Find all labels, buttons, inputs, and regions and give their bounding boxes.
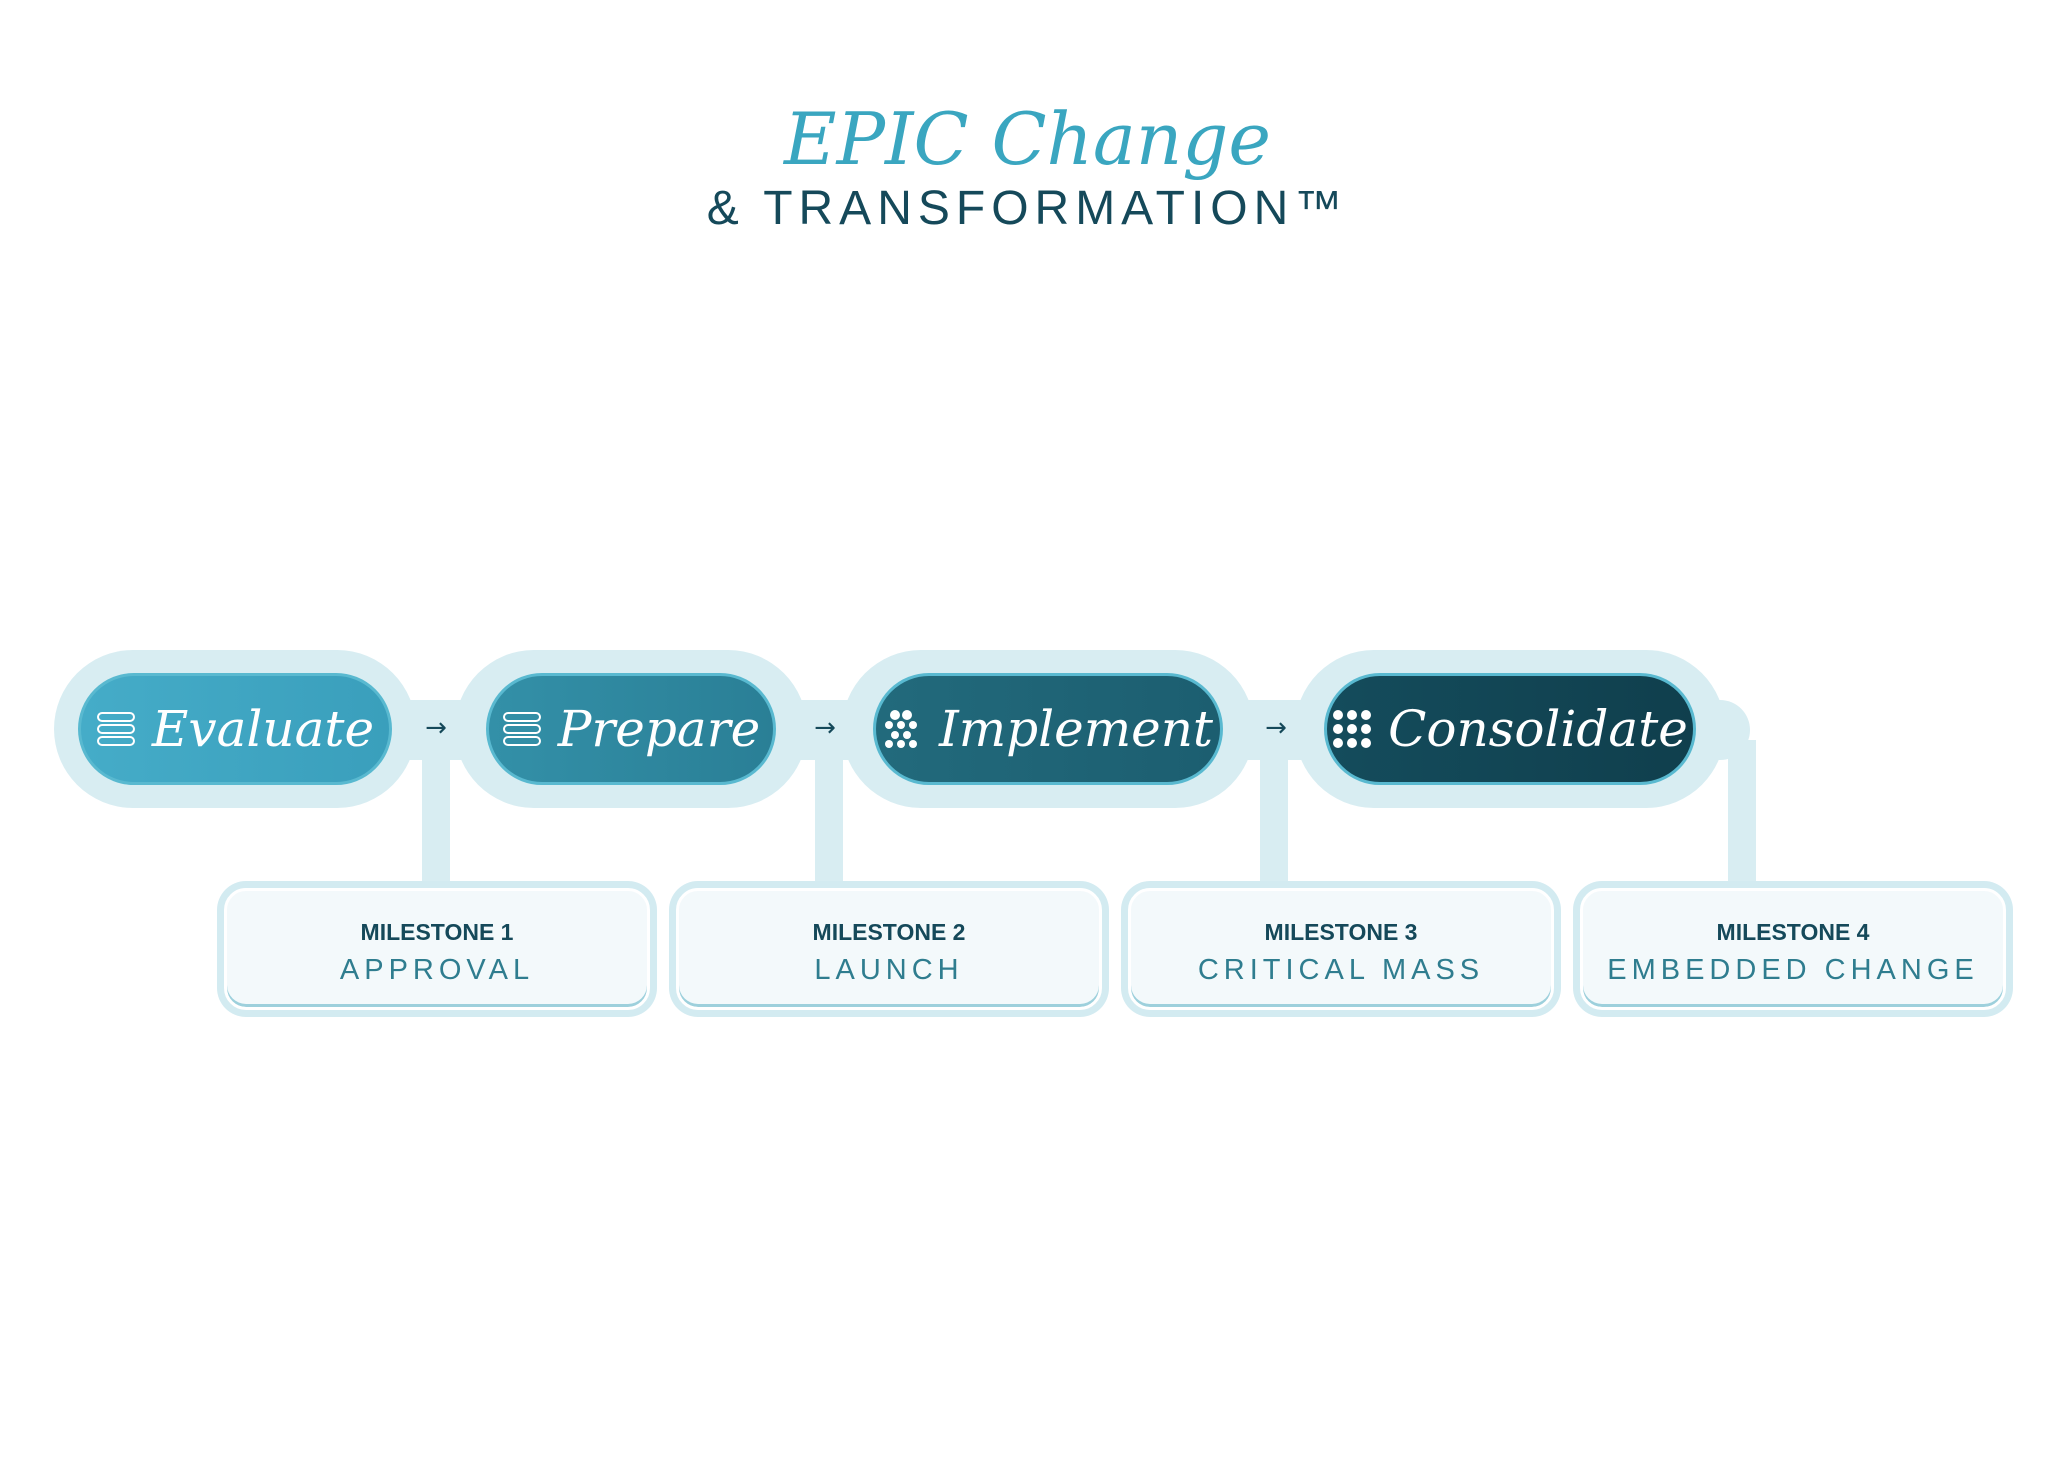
milestone-number: MILESTONE 3 [1264, 919, 1418, 945]
phase-label-implement: Implement [938, 700, 1214, 758]
milestone-number: MILESTONE 2 [812, 919, 966, 945]
arrow-right-icon: → [814, 713, 836, 743]
milestone-name: CRITICAL MASS [1197, 954, 1485, 986]
milestone-3: MILESTONE 3 CRITICAL MASS [1128, 888, 1554, 1010]
milestone-name: LAUNCH [814, 954, 964, 986]
phase-label-evaluate: Evaluate [151, 700, 375, 758]
milestone-number: MILESTONE 4 [1716, 919, 1870, 945]
milestone-4: MILESTONE 4 EMBEDDED CHANGE [1580, 888, 2006, 1010]
stem-4 [1728, 740, 1756, 890]
milestone-1: MILESTONE 1 APPROVAL [224, 888, 650, 1010]
arrow-right-icon: → [425, 713, 447, 743]
phase-evaluate[interactable]: Evaluate [78, 673, 392, 785]
dot-grid-icon [1332, 709, 1372, 749]
phase-prepare[interactable]: Prepare [486, 673, 776, 785]
phase-label-prepare: Prepare [557, 700, 761, 758]
title-block: EPIC Change & TRANSFORMATION™ [0, 97, 2055, 236]
phase-label-consolidate: Consolidate [1388, 700, 1688, 758]
diagram-title: EPIC Change [784, 97, 1271, 181]
phase-consolidate[interactable]: Consolidate [1324, 673, 1696, 785]
diagram-subtitle: & TRANSFORMATION™ [706, 182, 1349, 236]
dot-cluster-icon [883, 709, 923, 749]
arrow-right-icon: → [1265, 713, 1287, 743]
milestone-number: MILESTONE 1 [360, 919, 514, 945]
milestone-name: APPROVAL [339, 954, 535, 986]
milestone-2: MILESTONE 2 LAUNCH [676, 888, 1102, 1010]
stem-1 [422, 740, 450, 890]
stacked-lines-outline-icon [96, 709, 136, 749]
milestone-name: EMBEDDED CHANGE [1607, 954, 1979, 986]
stacked-lines-outline-icon [502, 709, 542, 749]
phase-implement[interactable]: Implement [873, 673, 1223, 785]
stem-2 [815, 740, 843, 890]
stem-3 [1260, 740, 1288, 890]
